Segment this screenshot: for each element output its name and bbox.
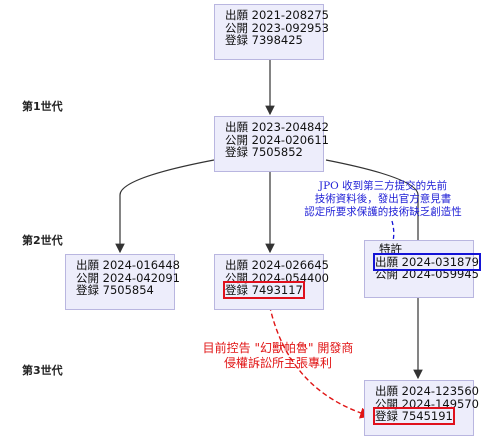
rejected-application-highlight: 出願 2024-031879: [373, 252, 481, 271]
edge-gen1-left: [115, 159, 215, 254]
node-line: 公開 2023-092953: [225, 20, 329, 35]
node-line: 公開 2024-054400: [225, 270, 329, 285]
node-line: 公開 2024-020611: [225, 132, 329, 147]
generation-label-3: 第3世代: [22, 364, 63, 377]
note-line: 技術資料後，發出官方意見書: [314, 193, 452, 205]
node-line-highlighted: 出願 2024-031879: [373, 252, 481, 271]
asserted-patent-highlight: 登録 7493117: [223, 281, 305, 299]
node-line: 公開 2024-042091: [76, 270, 180, 285]
node-line: 出願 2024-016448: [76, 258, 180, 272]
patent-node-gen2-mid: 出願 2024-026645 公開 2024-054400 登録 7493117: [214, 254, 329, 310]
patent-node-gen1: 出願 2023-204842 公開 2024-020611 登録 7505852: [214, 116, 329, 172]
red-annotation-arrow: [264, 296, 372, 419]
lawsuit-note: 目前控告 "幻獸帕魯" 開發商 侵權訴訟所主張專利: [168, 341, 388, 371]
patent-node-root: 出願 2021-208275 公開 2023-092953 登録 7398425: [214, 4, 329, 60]
node-line: 登録 7505852: [225, 145, 303, 159]
node-line-highlighted: 登録 7545191: [373, 407, 473, 425]
node-tag: 特許: [379, 242, 402, 256]
node-line: 公開 2024-059945: [375, 267, 479, 281]
note-line: 侵權訴訟所主張專利: [223, 356, 332, 370]
node-line: 出願 2024-026645: [225, 258, 329, 272]
asserted-patent-highlight: 登録 7545191: [373, 407, 455, 425]
edge-gen1-right: [325, 159, 423, 254]
note-line: JPO 收到第三方提交的先前: [318, 180, 448, 192]
jpo-opinion-note: JPO 收到第三方提交的先前 技術資料後，發出官方意見書 認定所要求保護的技術缺…: [288, 180, 478, 219]
patent-node-gen2-left: 出願 2024-016448 公開 2024-042091 登録 7505854: [65, 254, 180, 310]
generation-label-1: 第1世代: [22, 100, 63, 113]
node-line: 登録 7505854: [76, 283, 154, 297]
node-line: 出願 2024-123560: [375, 384, 479, 398]
node-line: 登録 7398425: [225, 33, 303, 47]
node-line-highlighted: 登録 7493117: [223, 281, 323, 299]
patent-node-gen2-right: 特許 出願 2024-031879 公開 2024-059945: [364, 240, 481, 298]
generation-label-2: 第2世代: [22, 234, 63, 247]
note-line: 目前控告 "幻獸帕魯" 開發商: [202, 341, 354, 355]
note-line: 認定所要求保護的技術缺乏創造性: [304, 206, 462, 218]
node-line: 出願 2023-204842: [225, 120, 329, 134]
patent-node-gen3: 出願 2024-123560 公開 2024-149570 登録 7545191: [364, 380, 479, 436]
node-line: 公開 2024-149570: [375, 396, 479, 411]
node-line: 出願 2021-208275: [225, 8, 329, 22]
